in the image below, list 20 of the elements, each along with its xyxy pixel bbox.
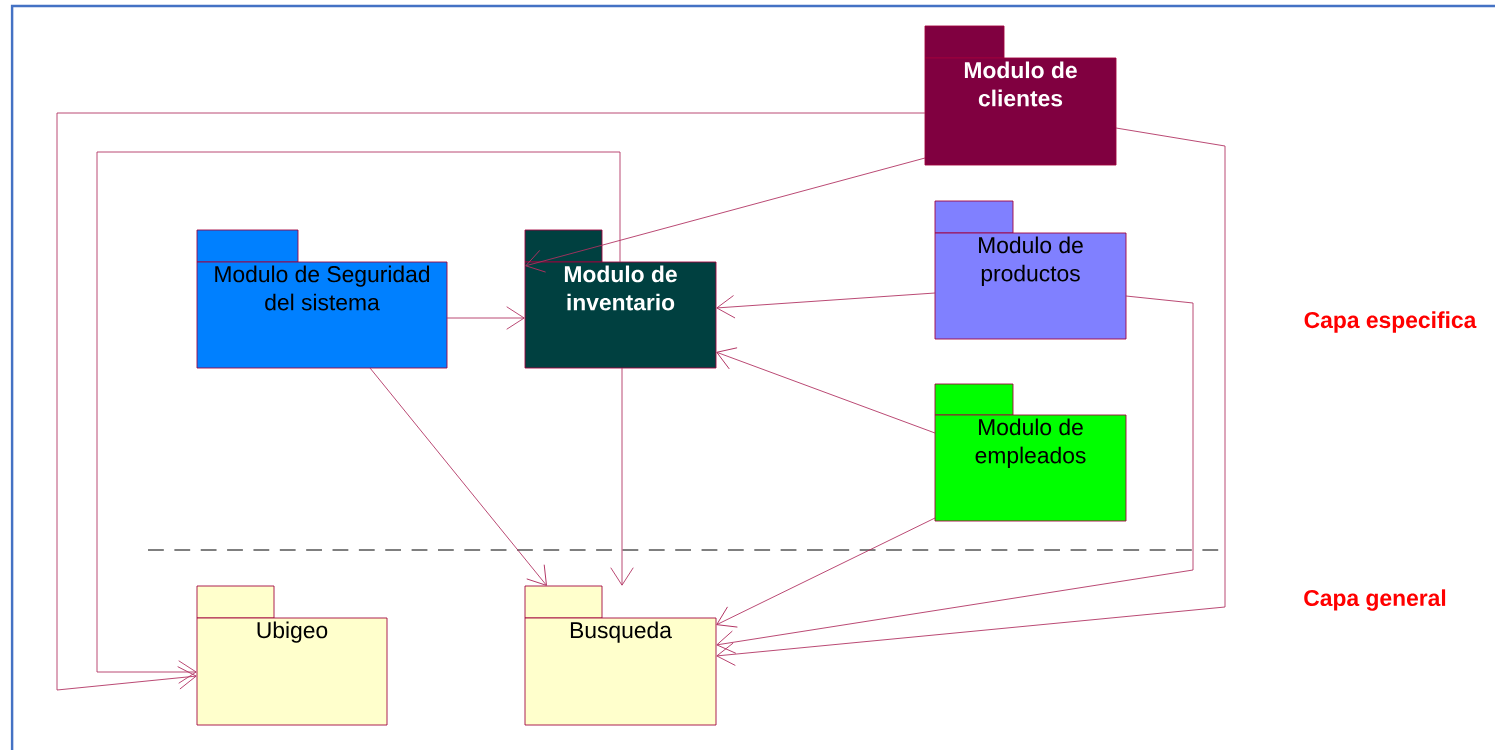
package-box: Modulo de productos bbox=[934, 200, 1127, 340]
arrow bbox=[96, 151, 621, 684]
arrow bbox=[716, 517, 936, 628]
package-box: Modulo de Seguridad del sistema bbox=[196, 229, 448, 369]
arrow bbox=[716, 127, 1226, 666]
package-box: Ubigeo bbox=[196, 585, 388, 726]
arrow bbox=[446, 306, 525, 330]
arrow bbox=[525, 157, 926, 273]
arrow bbox=[610, 367, 634, 586]
package-box: Modulo de empleados bbox=[934, 383, 1127, 522]
arrow bbox=[369, 367, 547, 586]
arrow bbox=[56, 112, 926, 691]
layer-label: Capa especifica bbox=[1304, 311, 1477, 333]
arrow bbox=[716, 295, 1194, 654]
layer-label: Capa general bbox=[1304, 589, 1446, 611]
arrow bbox=[716, 347, 936, 434]
package-box: Modulo de inventario bbox=[524, 229, 717, 369]
package-box: Busqueda bbox=[524, 585, 717, 726]
package-box: Modulo de clientes bbox=[924, 25, 1117, 166]
arrow bbox=[716, 292, 936, 319]
